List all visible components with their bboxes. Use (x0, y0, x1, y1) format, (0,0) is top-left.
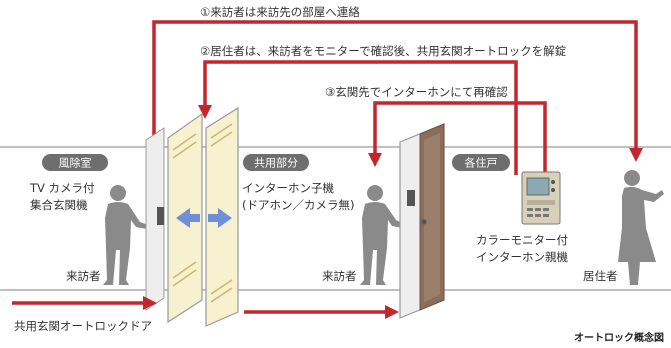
step1-path (152, 20, 643, 210)
unit-door (399, 123, 445, 319)
step3-path (368, 101, 547, 175)
resident-figure (618, 170, 664, 285)
step3-caption: ③玄関先でインターホンにて再確認 (325, 85, 508, 99)
door-station-intercom (407, 190, 415, 206)
resident-label: 居住者 (583, 269, 618, 283)
visitor-2-figure (360, 185, 404, 285)
wall-lines (0, 146, 671, 291)
monitor-label-1: カラーモニター付 (476, 233, 568, 247)
step2-path (198, 60, 518, 175)
step1-caption: ①来訪者は来訪先の部屋へ連絡 (200, 5, 360, 19)
svg-text:各住戸: 各住戸 (465, 156, 498, 170)
svg-text:風除室: 風除室 (59, 156, 92, 170)
monitor-intercom-device (521, 171, 561, 225)
entrance-intercom-panel (157, 207, 164, 225)
step2-caption: ②居住者は、来訪者をモニターで確認後、共用玄関オートロックを解錠 (200, 44, 567, 58)
door-label: 共用玄関オートロックドア (14, 319, 152, 333)
badge-lobby: 風除室 (42, 154, 108, 171)
door-station-label-1: インターホン子機 (242, 181, 334, 195)
door-slide-arrows-icon (176, 208, 232, 228)
svg-text:共用部分: 共用部分 (254, 156, 298, 170)
panel-label-2: 集合玄関機 (30, 198, 88, 212)
visitor-2-label: 来訪者 (322, 269, 357, 283)
visitor-1-label: 来訪者 (66, 269, 101, 283)
monitor-label-2: インターホン親機 (476, 250, 568, 264)
panel-label-1: TV カメラ付 (29, 181, 95, 195)
badge-common: 共用部分 (243, 154, 309, 171)
visitor-1-figure (103, 185, 148, 285)
lobby-wall (145, 127, 165, 311)
door-station-label-2: (ドアホン／カメラ無) (242, 198, 354, 212)
figure-caption: オートロック概念図 (574, 331, 664, 344)
badge-unit: 各住戸 (452, 154, 510, 171)
